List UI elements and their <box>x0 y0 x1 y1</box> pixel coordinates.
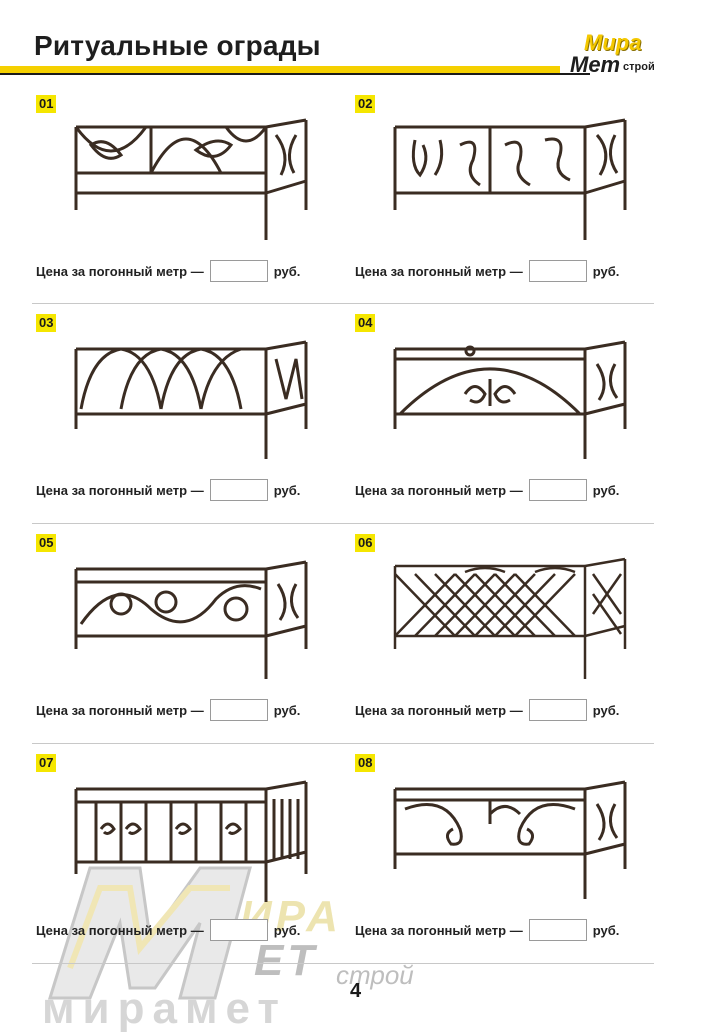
logo-sub: строй <box>623 61 655 73</box>
price-input[interactable] <box>209 919 268 941</box>
price-unit: руб. <box>592 482 620 498</box>
item-number: 03 <box>36 314 57 332</box>
price-label: Цена за погонный метр — <box>36 482 204 498</box>
fence-image-waves-circles <box>74 560 308 679</box>
item-number: 08 <box>355 754 376 772</box>
page-number: 4 <box>350 980 362 1002</box>
price-row: Цена за погонный метр — руб. <box>355 258 685 284</box>
price-input[interactable] <box>209 479 268 501</box>
fence-image-lattice <box>393 557 627 679</box>
price-input[interactable] <box>209 699 268 721</box>
fence-image-gothic-arches <box>74 340 308 459</box>
logo-top: Мира <box>584 30 642 55</box>
fence-image-bars-scrolls <box>74 780 308 902</box>
price-input[interactable] <box>528 919 587 941</box>
price-unit: руб. <box>592 263 620 279</box>
price-row: Цена за погонный метр — руб. <box>36 477 366 503</box>
fence-image-single-arch-scroll <box>393 340 627 459</box>
watermark-m-shape <box>47 866 252 1000</box>
price-unit: руб. <box>273 263 301 279</box>
fence-item-04: 04 Цена за погонный метр — руб. <box>355 314 685 526</box>
price-unit: руб. <box>273 482 301 498</box>
price-row: Цена за погонный метр — руб. <box>355 917 685 943</box>
fence-item-08: 08 Цена за погонный метр — руб. <box>355 754 685 966</box>
item-number: 04 <box>355 314 376 332</box>
price-unit: руб. <box>592 922 620 938</box>
title-underline-black <box>0 73 590 75</box>
price-label: Цена за погонный метр — <box>355 482 523 498</box>
price-label: Цена за погонный метр — <box>36 263 204 279</box>
fence-image-scroll-hearts <box>393 118 627 240</box>
watermark-et: ЕТ <box>254 936 319 985</box>
watermark-miramet: мирамет <box>42 984 287 1033</box>
item-number: 07 <box>36 754 57 772</box>
price-row: Цена за погонный метр — руб. <box>36 697 366 723</box>
price-input[interactable] <box>528 479 587 501</box>
page-title: Ритуальные ограды <box>34 30 321 61</box>
price-input[interactable] <box>528 260 587 282</box>
item-number: 01 <box>36 95 57 113</box>
price-row: Цена за погонный метр — руб. <box>36 917 366 943</box>
price-label: Цена за погонный метр — <box>355 922 523 938</box>
row-divider <box>32 743 654 744</box>
fence-item-02: 02 Цена за погонный метр — руб. <box>355 95 685 307</box>
row-divider <box>32 963 654 964</box>
price-unit: руб. <box>273 922 301 938</box>
price-unit: руб. <box>592 702 620 718</box>
item-number: 05 <box>36 534 57 552</box>
watermark-stroy: строй <box>336 960 414 990</box>
logo: Мира Мет строй <box>566 30 666 80</box>
price-label: Цена за погонный метр — <box>355 702 523 718</box>
price-label: Цена за погонный метр — <box>355 263 523 279</box>
fence-item-07: 07 Цена за погонный метр — руб. <box>36 754 366 966</box>
item-number: 06 <box>355 534 376 552</box>
price-label: Цена за погонный метр — <box>36 702 204 718</box>
price-label: Цена за погонный метр — <box>36 922 204 938</box>
price-row: Цена за погонный метр — руб. <box>355 477 685 503</box>
row-divider <box>32 523 654 524</box>
price-row: Цена за погонный метр — руб. <box>355 697 685 723</box>
price-input[interactable] <box>528 699 587 721</box>
fence-image-leaf-arcs <box>74 118 308 240</box>
fence-image-double-scroll <box>393 780 627 899</box>
fence-item-03: 03 Цена за погонный метр — руб. <box>36 314 366 526</box>
price-row: Цена за погонный метр — руб. <box>36 258 366 284</box>
fence-item-01: 01 Цена за погонный метр — руб. <box>36 95 366 307</box>
price-unit: руб. <box>273 702 301 718</box>
fence-item-06: 06 Цена за погонный метр — руб. <box>355 534 685 746</box>
title-underline-yellow <box>0 66 560 73</box>
row-divider <box>32 303 654 304</box>
item-number: 02 <box>355 95 376 113</box>
fence-item-05: 05 Цена за погонный метр — руб. <box>36 534 366 746</box>
price-input[interactable] <box>209 260 268 282</box>
logo-bottom: Мет <box>570 52 621 77</box>
